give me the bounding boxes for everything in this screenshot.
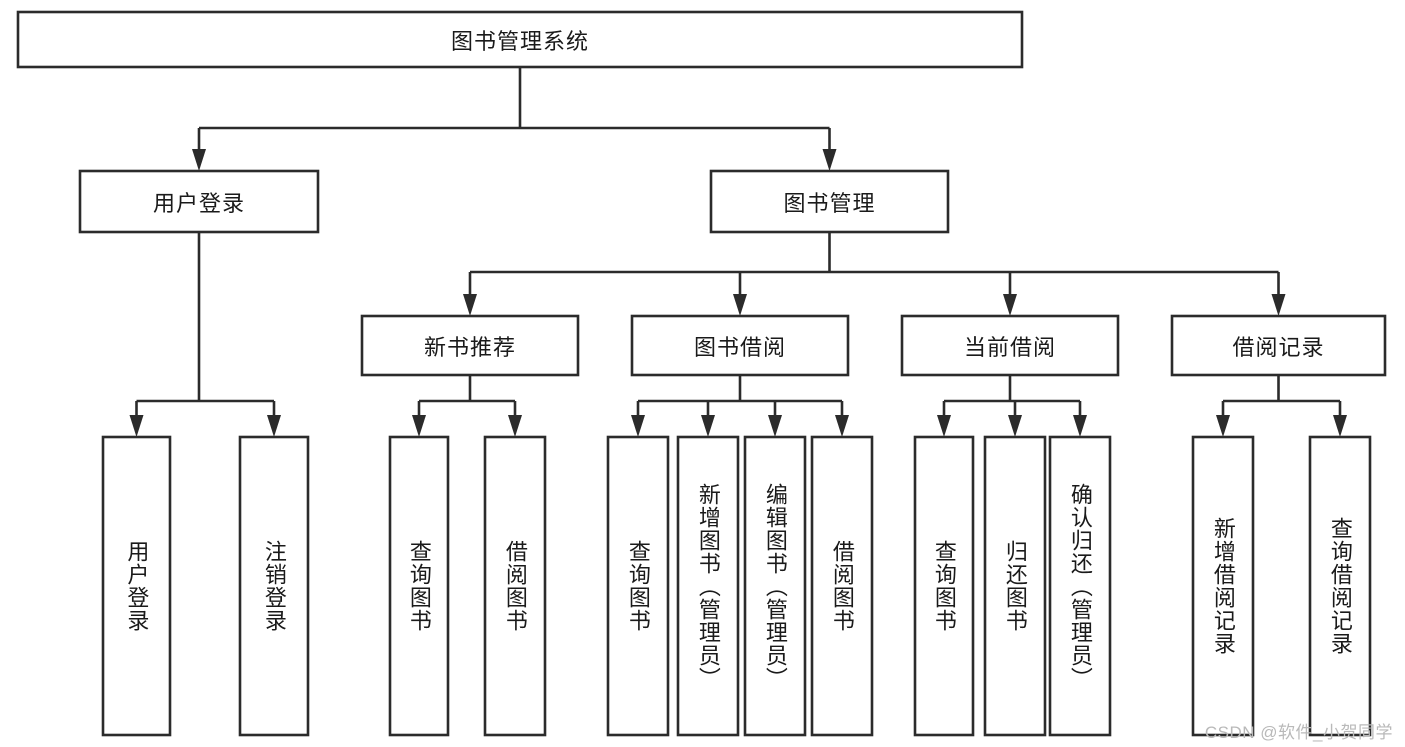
node-box-leaf-5[interactable] [676, 435, 740, 737]
arrow-head-level2-1 [822, 149, 837, 171]
node-box-level2-1[interactable] [709, 169, 950, 234]
arrow-head-leaf-12 [1333, 415, 1347, 437]
arrow-head-leaf-4 [631, 415, 645, 437]
arrow-head-level2-0 [192, 149, 206, 171]
node-box-leaf-12[interactable] [1308, 435, 1372, 737]
node-box-level2-0[interactable] [78, 169, 320, 234]
arrow-head-leaf-11 [1216, 415, 1230, 437]
node-box-leaf-3[interactable] [483, 435, 547, 737]
node-box-level3-3[interactable] [1170, 314, 1387, 377]
node-boxes [16, 10, 1387, 737]
arrow-head-level3-0 [463, 294, 477, 316]
node-box-leaf-1[interactable] [238, 435, 310, 737]
arrow-head-leaf-5 [701, 415, 715, 437]
arrow-head-level3-3 [1271, 294, 1286, 316]
node-box-leaf-11[interactable] [1191, 435, 1255, 737]
node-box-leaf-4[interactable] [606, 435, 670, 737]
node-box-leaf-7[interactable] [810, 435, 874, 737]
csdn-watermark: CSDN @软件_小贺同学 [1204, 723, 1393, 742]
arrow-head-leaf-7 [835, 415, 849, 437]
arrow-head-leaf-2 [412, 415, 426, 437]
arrow-head-level3-2 [1003, 294, 1017, 316]
node-box-leaf-9[interactable] [983, 435, 1047, 737]
arrow-head-leaf-0 [129, 415, 144, 437]
arrow-head-level3-1 [733, 294, 747, 316]
node-box-leaf-2[interactable] [388, 435, 450, 737]
arrow-head-leaf-6 [768, 415, 782, 437]
node-box-root[interactable] [16, 10, 1024, 69]
node-box-leaf-0[interactable] [101, 435, 172, 737]
arrow-head-leaf-3 [508, 415, 522, 437]
node-box-leaf-6[interactable] [743, 435, 807, 737]
node-box-leaf-10[interactable] [1048, 435, 1112, 737]
node-box-leaf-8[interactable] [913, 435, 975, 737]
arrow-head-leaf-9 [1008, 415, 1022, 437]
node-box-level3-2[interactable] [900, 314, 1120, 377]
node-box-level3-1[interactable] [630, 314, 850, 377]
arrow-head-leaf-8 [937, 415, 951, 437]
node-box-level3-0[interactable] [360, 314, 580, 377]
connector-lines [129, 67, 1347, 437]
arrow-head-leaf-1 [267, 415, 281, 437]
arrow-head-leaf-10 [1073, 415, 1087, 437]
